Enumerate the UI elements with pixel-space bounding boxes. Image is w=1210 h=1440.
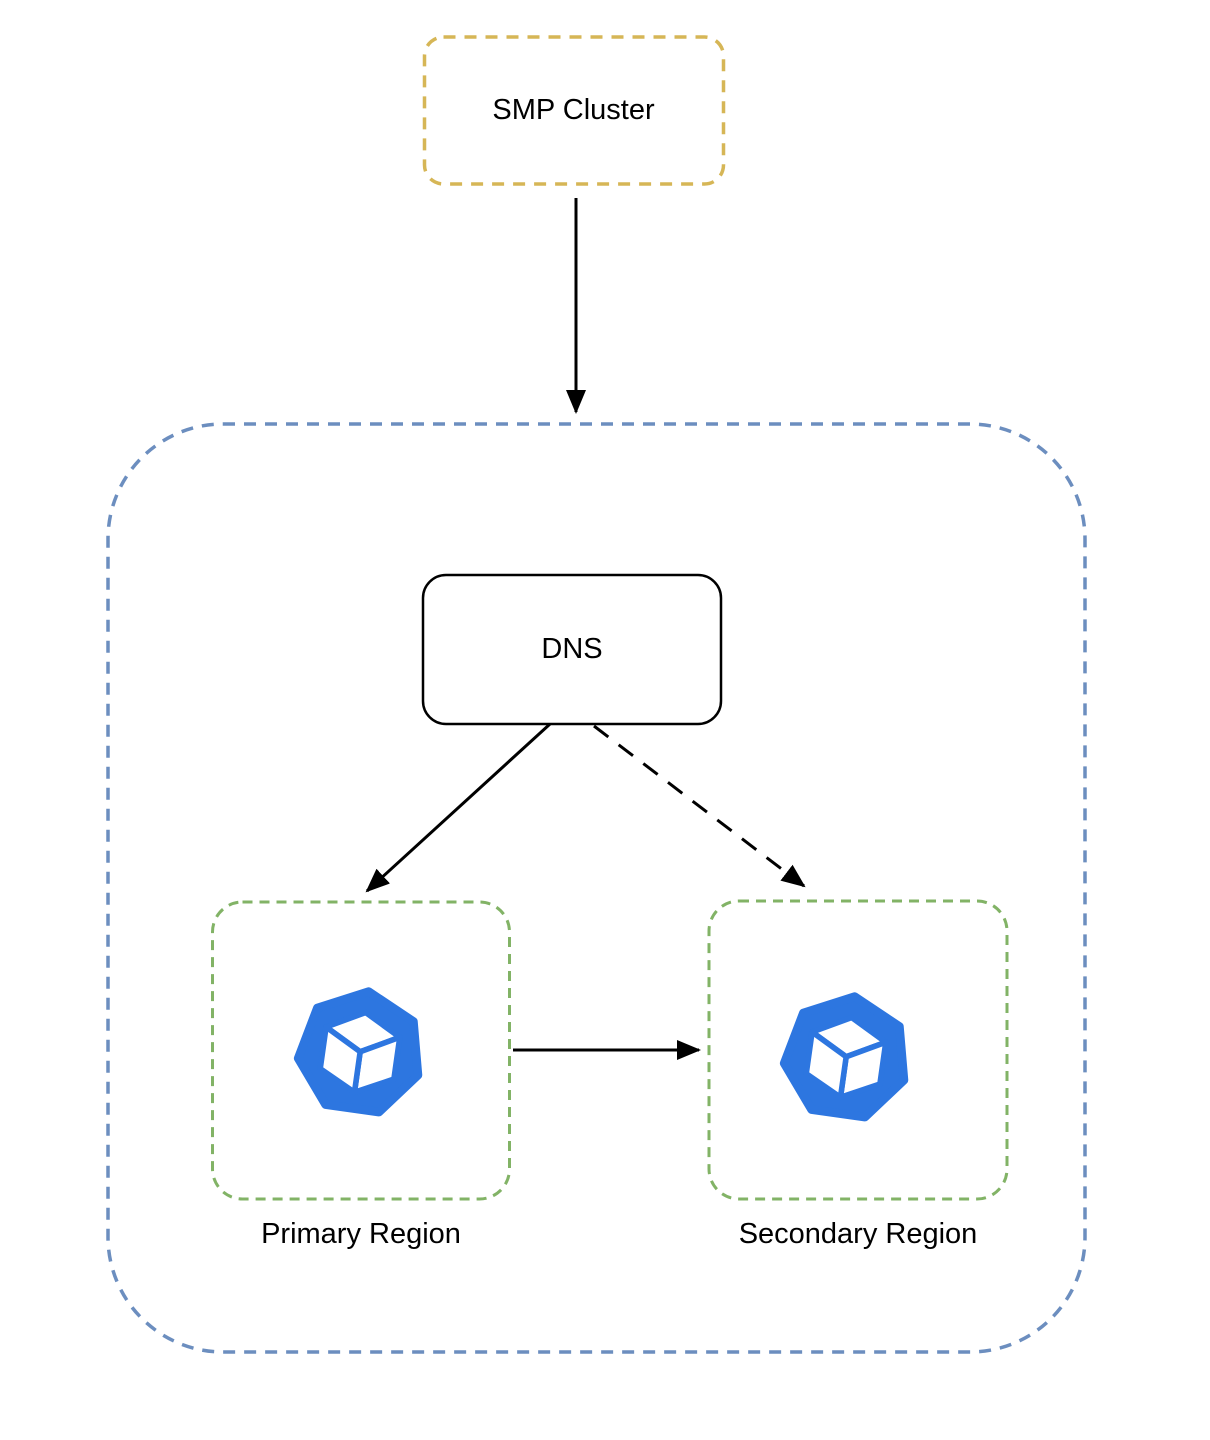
- dns-box: [421, 573, 723, 726]
- edge-dns-to-secondary: [593, 724, 806, 888]
- secondary-region-box: [707, 899, 1009, 1201]
- edge-dns-to-primary: [365, 722, 552, 893]
- primary-region-box: [211, 900, 511, 1201]
- smp-cluster-box: [422, 35, 726, 186]
- icon-cube-left-face: [803, 1029, 849, 1101]
- kubernetes-cluster-cube-icon: [779, 992, 909, 1122]
- kubernetes-cluster-cube-icon: [293, 987, 423, 1117]
- region-container-box: [106, 422, 1087, 1354]
- icon-cube-left-face: [317, 1024, 363, 1096]
